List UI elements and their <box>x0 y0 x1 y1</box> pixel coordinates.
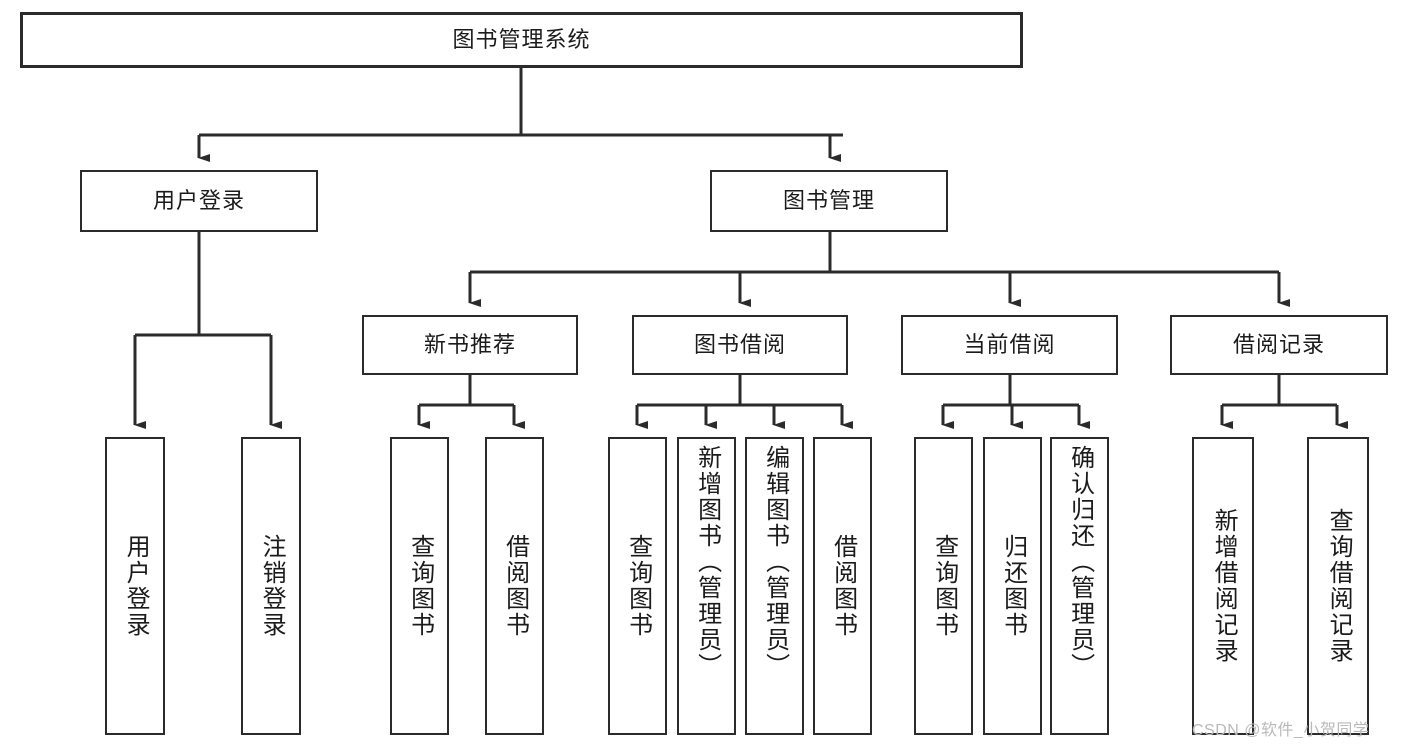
node-root[interactable]: 图书管理系统 <box>20 12 1023 68</box>
node-user-login-label: 用户登录 <box>152 188 245 214</box>
leaf-label: 借阅图书 <box>501 534 529 638</box>
leaf-current-query-book[interactable]: 查询图书 <box>914 437 973 735</box>
node-book-borrow[interactable]: 图书借阅 <box>632 315 848 375</box>
leaf-label: 注销登录 <box>258 534 286 638</box>
leaf-current-confirm-return-admin[interactable]: 确认归还（管理员） <box>1050 437 1109 735</box>
node-borrow-record-label: 借阅记录 <box>1232 332 1325 358</box>
node-root-label: 图书管理系统 <box>452 27 591 53</box>
leaf-user-login-login[interactable]: 用户登录 <box>105 437 165 735</box>
leaf-label: 新增图书（管理员） <box>693 445 721 679</box>
leaf-label: 确认归还（管理员） <box>1066 445 1094 679</box>
node-current-borrow[interactable]: 当前借阅 <box>901 315 1118 375</box>
node-book-management[interactable]: 图书管理 <box>710 170 948 232</box>
leaf-label: 查询借阅记录 <box>1325 508 1353 664</box>
leaf-borrow-borrow-book[interactable]: 借阅图书 <box>813 437 872 735</box>
leaf-user-login-logout[interactable]: 注销登录 <box>241 437 301 735</box>
leaf-borrow-query-book[interactable]: 查询图书 <box>608 437 667 735</box>
node-current-borrow-label: 当前借阅 <box>963 332 1056 358</box>
node-book-management-label: 图书管理 <box>782 188 875 214</box>
leaf-current-return-book[interactable]: 归还图书 <box>983 437 1042 735</box>
leaf-borrow-edit-book-admin[interactable]: 编辑图书（管理员） <box>745 437 804 735</box>
leaf-borrow-add-book-admin[interactable]: 新增图书（管理员） <box>677 437 736 735</box>
node-new-book-recommend-label: 新书推荐 <box>423 332 516 358</box>
leaf-label: 查询图书 <box>930 534 958 638</box>
leaf-label: 归还图书 <box>999 534 1027 638</box>
node-new-book-recommend[interactable]: 新书推荐 <box>362 315 578 375</box>
leaf-label: 新增借阅记录 <box>1210 508 1238 664</box>
leaf-label: 查询图书 <box>624 534 652 638</box>
leaf-label: 用户登录 <box>122 534 150 638</box>
leaf-record-query-record[interactable]: 查询借阅记录 <box>1307 437 1369 735</box>
leaf-recommend-borrow-book[interactable]: 借阅图书 <box>485 437 544 735</box>
leaf-recommend-query-book[interactable]: 查询图书 <box>390 437 449 735</box>
node-user-login[interactable]: 用户登录 <box>80 170 318 232</box>
leaf-record-add-record[interactable]: 新增借阅记录 <box>1192 437 1254 735</box>
leaf-label: 编辑图书（管理员） <box>761 445 789 679</box>
node-book-borrow-label: 图书借阅 <box>693 332 786 358</box>
leaf-label: 借阅图书 <box>829 534 857 638</box>
csdn-watermark: CSDN @软件_小贺同学 <box>1192 722 1370 739</box>
leaf-label: 查询图书 <box>406 534 434 638</box>
node-borrow-record[interactable]: 借阅记录 <box>1170 315 1388 375</box>
